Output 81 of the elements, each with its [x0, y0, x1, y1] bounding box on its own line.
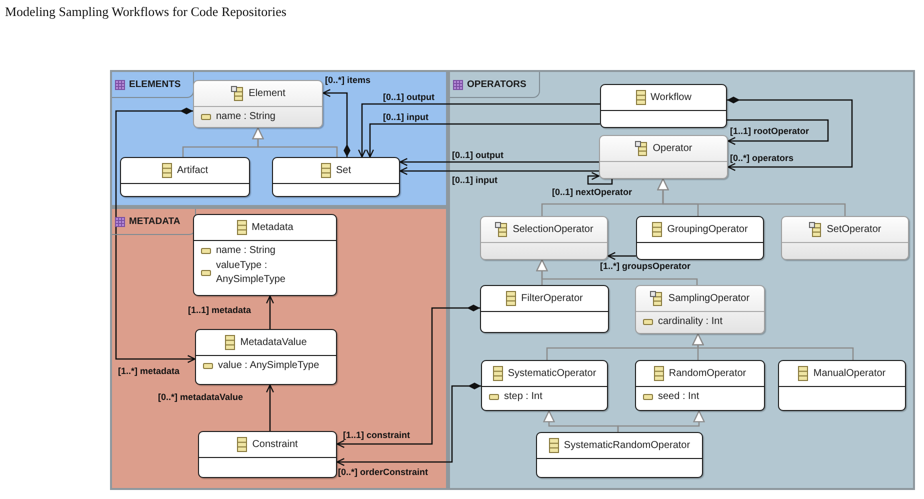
- diagram-title: Modeling Sampling Workflows for Code Repositories: [5, 4, 286, 20]
- attribute-text: name : String: [216, 244, 276, 258]
- class-box: [480, 285, 609, 333]
- attribute-text: cardinality : Int: [658, 315, 722, 329]
- class-box: [120, 157, 250, 197]
- class-name: Operator: [652, 143, 692, 154]
- association-arrow: [266, 295, 274, 329]
- class-box: [480, 216, 608, 260]
- composition-arrow: [336, 304, 480, 448]
- class-box: [193, 80, 323, 128]
- package-panel: [448, 70, 915, 490]
- association-arrow: [607, 252, 636, 260]
- class-box: [599, 135, 728, 179]
- edge-label: [0..*] items: [325, 75, 371, 85]
- class-name: MetadataValue: [240, 337, 307, 348]
- edge-label: [0..*] orderConstraint: [338, 467, 428, 477]
- edge-label: [1..1] constraint: [343, 430, 410, 440]
- class-box: [636, 216, 764, 260]
- class-box: [635, 360, 765, 411]
- class-name: SetOperator: [826, 224, 882, 235]
- class-name: FilterOperator: [521, 293, 583, 304]
- association-arrow: [366, 123, 600, 158]
- edge-label: [0..1] output: [452, 150, 504, 160]
- edge-label: [0..1] input: [452, 175, 498, 185]
- generalization-arrow: [692, 333, 854, 360]
- package-panel: [110, 207, 448, 490]
- class-name: Set: [336, 165, 351, 176]
- association-arrow: [266, 384, 274, 431]
- class-box: [778, 360, 906, 411]
- attribute-text: value : AnySimpleType: [218, 359, 320, 373]
- class-name: SelectionOperator: [512, 224, 594, 235]
- class-box: [536, 432, 703, 478]
- package-name: OPERATORS: [467, 79, 526, 90]
- composition-arrow: [727, 96, 853, 171]
- class-name: Artifact: [176, 165, 208, 176]
- edge-label: [0..*] metadataValue: [158, 392, 244, 402]
- association-arrow: [727, 119, 829, 145]
- class-name: SystematicOperator: [508, 368, 596, 379]
- class-box: [195, 329, 337, 385]
- package-panel: [110, 70, 448, 207]
- edge-label: [1..1] rootOperator: [730, 126, 810, 136]
- class-name: Metadata: [252, 222, 294, 233]
- class-box: [600, 84, 727, 128]
- edge-label: [0..1] nextOperator: [552, 187, 632, 197]
- class-box: [481, 360, 608, 411]
- composition-arrow: [322, 89, 350, 157]
- attribute-text: name : String: [216, 110, 276, 124]
- attribute-text: seed : Int: [658, 390, 700, 404]
- package-name: ELEMENTS: [129, 79, 181, 90]
- class-box: [193, 214, 337, 296]
- generalization-arrow: [617, 410, 705, 432]
- association-arrow: [399, 158, 599, 166]
- class-name: SamplingOperator: [668, 293, 750, 304]
- edge-label: [1..1] metadata: [188, 305, 252, 315]
- edge-label: [0..1] output: [383, 92, 434, 102]
- association-arrow: [587, 172, 613, 185]
- class-box: [781, 216, 909, 260]
- class-box: [198, 431, 337, 478]
- attribute-text: valueType : AnySimpleType: [216, 259, 286, 287]
- edge-label: [0..1] input: [383, 112, 428, 122]
- class-name: ManualOperator: [813, 368, 886, 379]
- class-name: SystematicRandomOperator: [564, 440, 690, 451]
- class-name: Workflow: [650, 92, 692, 103]
- composition-arrow: [115, 108, 196, 363]
- attribute-text: step : Int: [504, 390, 542, 404]
- edge-label: [1..*] metadata: [118, 366, 180, 376]
- class-box: [635, 285, 765, 334]
- association-arrow: [358, 103, 600, 158]
- generalization-arrow: [252, 127, 338, 157]
- generalization-arrow: [536, 259, 698, 285]
- class-name: GroupingOperator: [667, 224, 748, 235]
- edge-label: [0..*] operators: [730, 153, 794, 163]
- package-name: METADATA: [129, 216, 180, 227]
- class-name: Element: [248, 88, 286, 99]
- class-box: [272, 157, 400, 197]
- composition-arrow: [336, 382, 481, 466]
- generalization-arrow: [657, 178, 846, 216]
- edge-label: [1..*] groupsOperator: [600, 261, 691, 271]
- association-arrow: [399, 167, 599, 175]
- class-name: RandomOperator: [668, 368, 746, 379]
- class-name: Constraint: [252, 439, 298, 450]
